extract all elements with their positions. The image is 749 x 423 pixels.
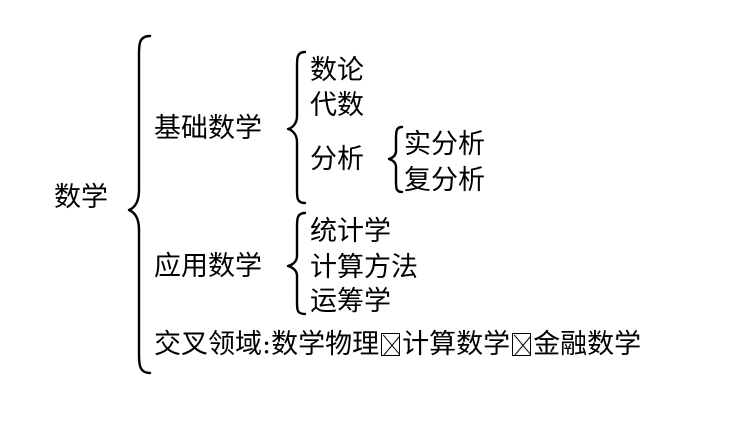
root-label: 数学 (54, 182, 108, 213)
root-brace (127, 34, 152, 375)
basic-brace (286, 50, 307, 205)
algebra-label: 代数 (310, 90, 364, 121)
missing-glyph-icon (512, 333, 532, 356)
complex-analysis-label: 复分析 (404, 165, 485, 196)
analysis-brace (387, 125, 404, 194)
financial-math-label: 金融数学 (533, 329, 642, 360)
cross-field-line: 交叉领域:数学物理计算数学金融数学 (154, 331, 641, 358)
computational-methods-label: 计算方法 (310, 252, 418, 283)
analysis-label: 分析 (310, 144, 364, 175)
computational-math-label: 计算数学 (402, 329, 511, 360)
real-analysis-label: 实分析 (404, 129, 485, 160)
missing-glyph-icon (381, 333, 401, 356)
applied-math-label: 应用数学 (154, 251, 262, 282)
basic-math-label: 基础数学 (154, 113, 262, 144)
operations-research-label: 运筹学 (310, 286, 391, 317)
statistics-label: 统计学 (310, 216, 391, 247)
number-theory-label: 数论 (310, 55, 364, 86)
cross-field-label: 交叉领域:数学物理 (154, 329, 380, 360)
applied-brace (286, 211, 307, 316)
